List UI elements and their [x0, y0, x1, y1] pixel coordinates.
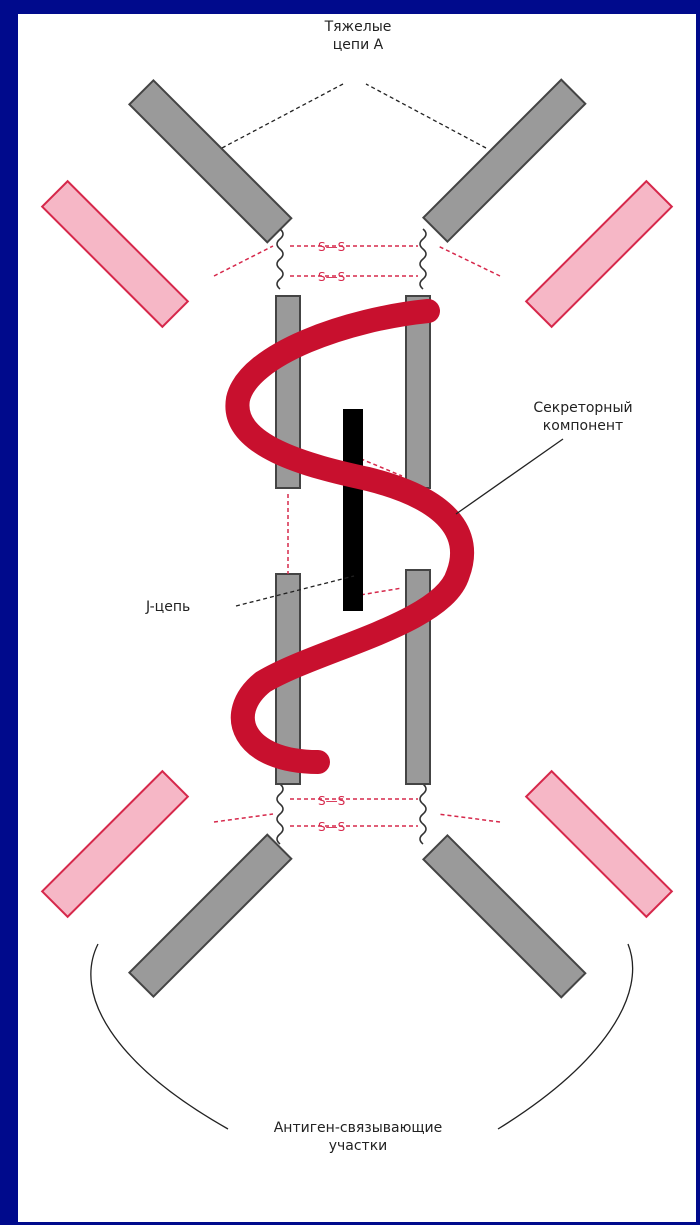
j-chain-label: J-цепь [146, 598, 190, 616]
upper-left-heavy-chain [129, 80, 291, 242]
antigen-binding-sites-label-line2: участки [198, 1137, 518, 1155]
upper-right-light-chain [526, 181, 672, 327]
heavy-chain-leaders [222, 84, 486, 148]
j-chain [343, 409, 363, 611]
secretory-leader [456, 439, 563, 514]
secretory-component-label: Секреторный компонент [498, 399, 668, 435]
lower-right-heavy-chain [423, 835, 585, 997]
antigen-binding-sites-label: Антиген-связывающие участки [198, 1119, 518, 1155]
heavy-chains-label: Тяжелые цепи А [288, 18, 428, 54]
upper-right-heavy-chain [423, 80, 585, 242]
bond-label: S—S [318, 268, 345, 286]
bond-label: S—S [318, 238, 345, 256]
diagram-panel: S—S S—S S—S S—S Тяжелые цепи А Секреторн… [18, 14, 696, 1222]
iga-diagram [18, 14, 696, 1222]
lower-left-light-chain [42, 771, 188, 917]
secretory-component-label-line1: Секреторный [498, 399, 668, 417]
upper-left-light-chain [42, 181, 188, 327]
lower-right-light-chain [526, 771, 672, 917]
heavy-chains-label-line2: цепи А [288, 36, 428, 54]
antigen-binding-sites-label-line1: Антиген-связывающие [198, 1119, 518, 1137]
heavy-chains-label-line1: Тяжелые [288, 18, 428, 36]
bond-label: S—S [318, 818, 345, 836]
secretory-component-label-line2: компонент [498, 417, 668, 435]
lower-left-heavy-chain [129, 835, 291, 997]
bond-label: S—S [318, 792, 345, 810]
